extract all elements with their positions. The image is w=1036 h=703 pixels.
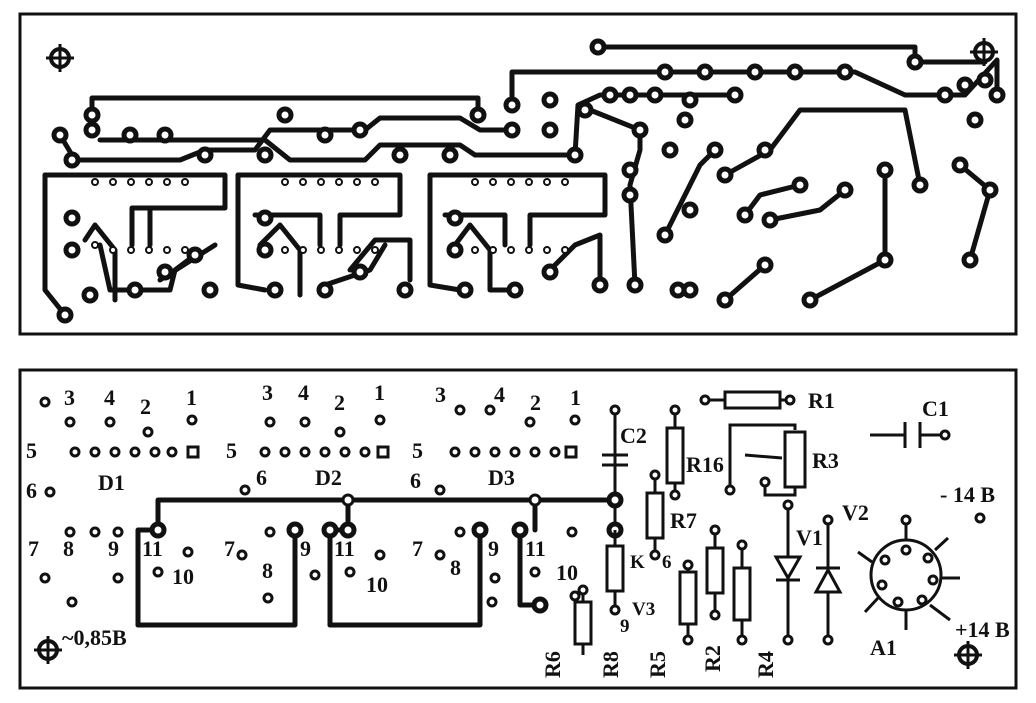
pin-label: 5 [412,438,423,463]
pin-label: 7 [224,536,235,561]
pin-label: 7 [412,536,423,561]
trace-side-panel [18,12,1018,336]
label-0-85v: ~0,85B [62,625,127,650]
pin-label: 3 [262,380,273,405]
label-r1: R1 [808,388,835,413]
component-symbols [573,390,986,655]
chip-label-d3: D3 [488,465,515,490]
bottom-board-outline [18,368,1018,690]
component-labels: R1 C1 R3 R16 C2 R7 K 6 V3 9 V1 V2 A1 - 1… [62,388,1010,678]
top-board-outline [18,12,1018,336]
pin-label: 5 [26,438,37,463]
label-v2: V2 [842,500,869,525]
pin-label: 9 [488,536,499,561]
label-r16: R16 [686,452,724,477]
d1-pin-labels: 3 4 2 1 5 6 7 8 9 11 10 D1 [26,385,197,589]
label-v1: V1 [796,525,823,550]
pin-label: 10 [172,564,194,589]
pin-label: 8 [262,558,273,583]
label-plus-14v: +14 B [955,617,1010,642]
d3-pin-labels: 3 4 2 1 5 6 7 8 9 11 10 D3 [410,382,581,585]
mounting-hole-icon [954,641,982,669]
ic-pin-rows [91,178,569,254]
pin-label: 6 [256,465,267,490]
label-minus-14v: - 14 B [940,482,995,507]
pin-label: 9 [300,536,311,561]
solder-pads [51,38,1006,324]
pin-label: 8 [450,555,461,580]
pin-label: 3 [64,385,75,410]
pad-label-6: 6 [662,552,672,573]
label-r3: R3 [812,448,839,473]
pin-label: 2 [140,394,151,419]
pin-label: 2 [530,390,541,415]
mounting-hole-icon [34,636,62,664]
component-holes [39,396,624,614]
chip-label-d2: D2 [315,465,342,490]
pin-label: 11 [334,536,355,561]
label-c1: C1 [922,396,949,421]
chip-label-d1: D1 [98,470,125,495]
label-r8: R8 [598,651,623,678]
label-r2: R2 [700,645,725,672]
pin-label: 1 [374,380,385,405]
pin-label: 1 [186,385,197,410]
label-r5: R5 [645,651,670,678]
label-a1: A1 [870,635,897,660]
pin-label: 4 [494,382,505,407]
label-r7: R7 [670,508,697,533]
pin-label: 8 [63,536,74,561]
pin-label: 6 [26,478,37,503]
pin-label: 9 [108,536,119,561]
pin-label: 4 [104,385,115,410]
label-c2: C2 [620,423,647,448]
pin-label: 11 [525,536,546,561]
pin-label: 4 [298,380,309,405]
pin-label: 10 [556,560,578,585]
pin-label: 5 [226,438,237,463]
mounting-hole-icon [46,44,74,72]
pad-label-9: 9 [620,616,630,637]
pin-label: 7 [28,536,39,561]
pin-label: 1 [570,385,581,410]
d2-pin-labels: 3 4 2 1 5 6 7 8 9 11 10 D2 [224,380,388,597]
label-r6: R6 [540,651,565,678]
pin-label: 10 [366,572,388,597]
pin-label: 11 [142,536,163,561]
label-r4: R4 [753,651,778,678]
label-v3: V3 [632,599,655,620]
pin-label: 2 [334,390,345,415]
component-side-panel: 3 4 2 1 5 6 7 8 9 11 10 D1 3 4 2 1 5 6 7… [18,368,1018,690]
label-k: K [630,552,645,573]
pin-label: 3 [435,382,446,407]
pin-label: 6 [410,468,421,493]
